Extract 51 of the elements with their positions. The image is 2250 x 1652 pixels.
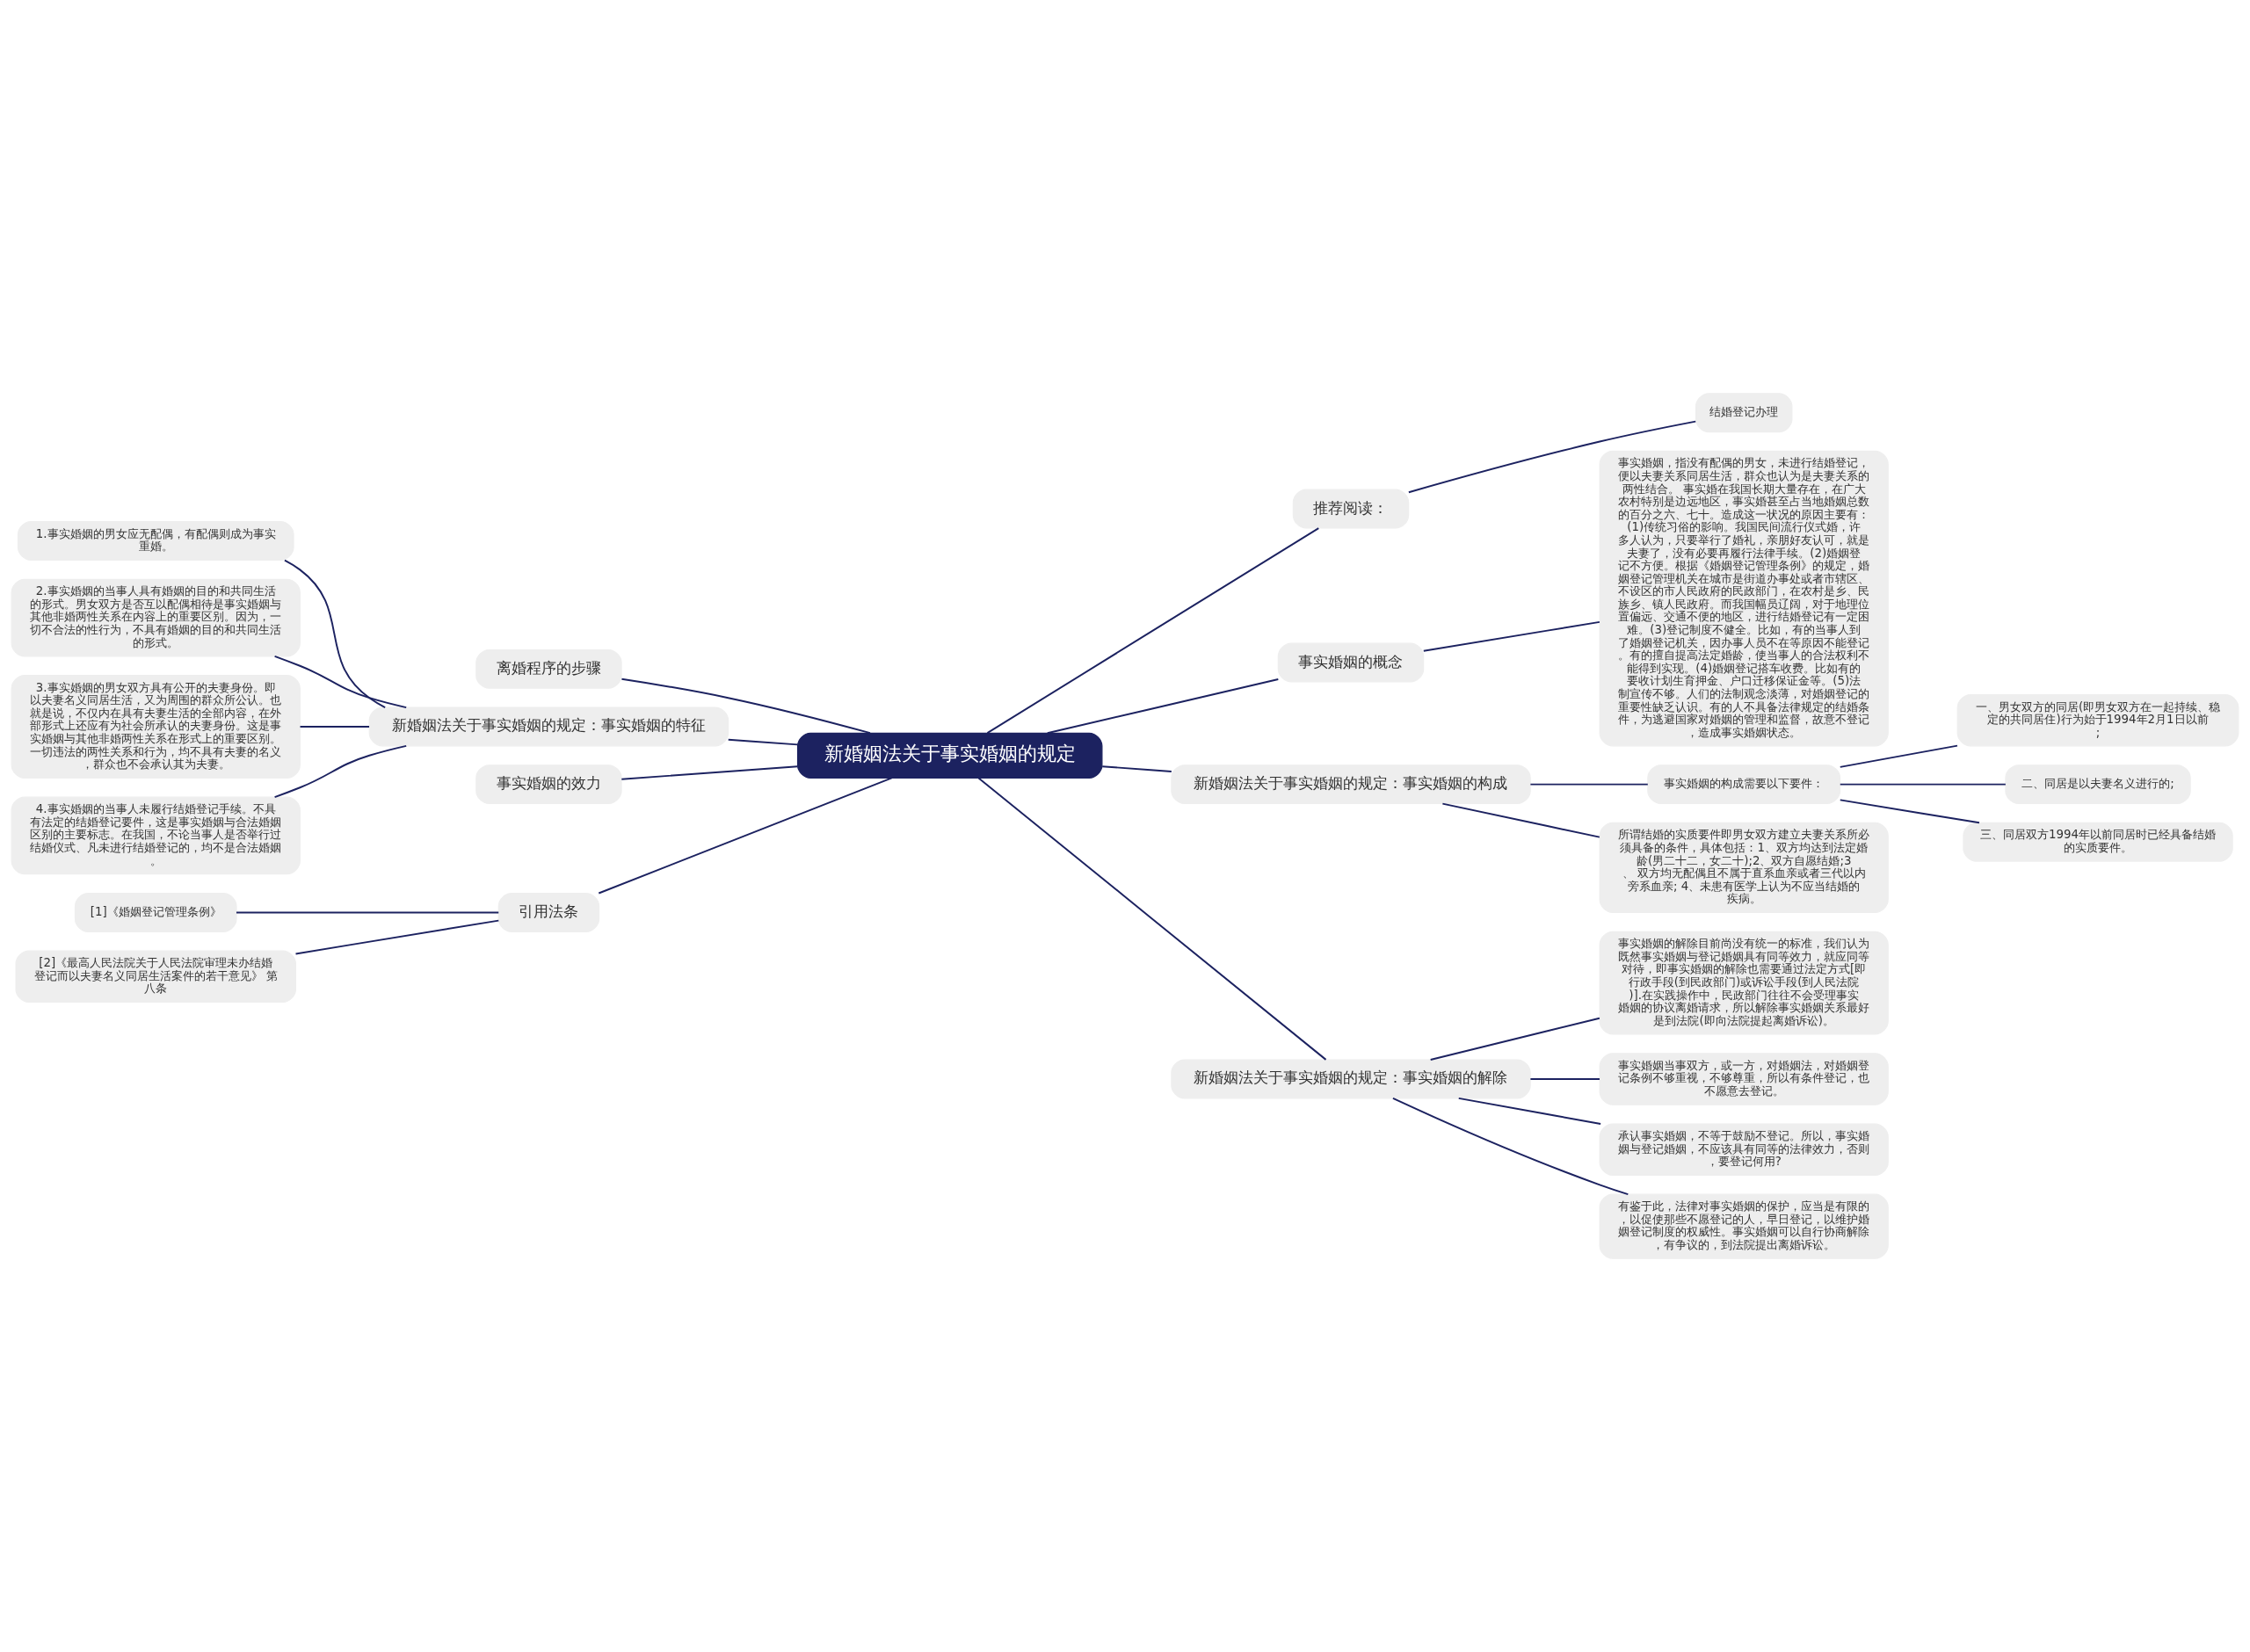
connector [1407, 420, 1697, 494]
node-box: [1]《婚姻登记管理条例》 [74, 892, 237, 932]
node-box: 事实婚姻，指没有配偶的男女，未进行结婚登记，便以夫妻关系同居生活，群众也认为是夫妻关系的两性结合。 事实婚在我国长期大量存在，在广大农村特别是边远地区，事实婚甚至占当地婚姻总数的百分之六、七十。造成这一状况的原因主要有：(1)传统习俗的影响。我国民间流行仪式婚，许多人认为，只要举行了婚礼，亲朋好友认可，就是夫妻了，没有必要再履行法律手续。(2)婚姻登记不方便。根据《婚姻登记管理条例》的规定，婚姻登记管理机关在城市是街道办事处或者市辖区、不设区的市人民政府的民政部门，在农村是乡、民族乡、镇人民政府。而我国幅员辽阔，对于地理位置偏远、交通不便的地区，进行结婚登记有一定困难。(3)登记制度不健全。比如，有的当事人到了婚姻登记机关，因办事人员不在等原因不能登记。有的擅自提高法定婚龄，使当事人的合法权利不能得到实现。(4)婚姻登记搭车收费。比如有的要收计划生育押金、户口迁移保证金等。(5)法制宣传不够。人们的法制观念淡薄，对婚姻登记的重要性缺乏认识。有的人不具备法律规定的结婚条件，为逃避国家对婚姻的管理和监督，故意不登记，造成事实婚姻状态。 [1599, 450, 1889, 747]
node-box: 结婚登记办理 [1695, 393, 1793, 433]
connector [1839, 783, 2007, 786]
node-box: 2.事实婚姻的当事人具有婚姻的目的和共同生活的形式。男女双方是否互以配偶相待是事实婚姻与其他非婚两性关系在内容上的重要区别。因为，一切不合法的性行为，不具有婚姻的目的和共同生活的形式。 [11, 578, 301, 657]
connector [1441, 802, 1600, 838]
connector [727, 738, 799, 746]
connector [299, 726, 370, 728]
node-box: 事实婚姻的构成需要以下要件： [1647, 764, 1841, 805]
node-box: 新婚姻法关于事实婚姻的规定：事实婚姻的构成 [1171, 764, 1531, 805]
node-box: 1.事实婚姻的男女应无配偶，有配偶则成为事实重婚。 [17, 521, 294, 562]
connector [273, 744, 408, 799]
node-box: 承认事实婚姻，不等于鼓励不登记。所以，事实婚姻与登记婚姻，不应该具有同等的法律效力，否则，要登记何用? [1599, 1123, 1889, 1176]
connector [1046, 678, 1280, 735]
node-box: 事实婚姻当事双方，或一方，对婚姻法，对婚姻登记条例不够重视，不够尊重，所以有条件登记，也不愿意去登记。 [1599, 1053, 1889, 1105]
node-box: 事实婚姻的概念 [1277, 642, 1425, 683]
connector [1839, 799, 1980, 824]
node-box: 有鉴于此，法律对事实婚姻的保护，应当是有限的，以促使那些不愿登记的人，早日登记，以维护婚姻登记制度的权威性。事实婚姻可以自行协商解除，有争议的，到法院提出离婚诉讼。 [1599, 1193, 1889, 1259]
node-box: 所谓结婚的实质要件即男女双方建立夫妻关系所必须具备的条件，具体包括：1、双方均达到法定婚龄(男二十二，女二十);2、双方自愿结婚;3、 双方均无配偶且不属于直系血亲或者三代以内旁系血亲; 4、未患有医学上认为不应当结婚的疾病。 [1599, 822, 1889, 914]
connector [1422, 620, 1600, 652]
connector [1429, 1017, 1600, 1061]
node-box: 新婚姻法关于事实婚姻的规定：事实婚姻的解除 [1171, 1059, 1531, 1099]
connector [1101, 765, 1172, 772]
connector [1457, 1097, 1602, 1125]
node-box: 三、同居双方1994年以前同居时已经具备结婚的实质要件。 [1963, 822, 2233, 862]
node-box: 二、同居是以夫妻名义进行的; [2005, 764, 2191, 805]
connector [1529, 1078, 1600, 1080]
node-box: [2]《最高人民法院关于人民法院审理未办结婚登记而以夫妻名义同居生活案件的若干意见》 第八条 [15, 950, 297, 1004]
connector [294, 919, 500, 955]
connector [236, 911, 500, 914]
node-box: 事实婚姻的解除目前尚没有统一的标准，我们认为既然事实婚姻与登记婚姻具有同等效力，就应同等对待，即事实婚姻的解除也需要通过法定方式[即行政手段(到民政部门)或诉讼手段(到人民法院)].在实践操作中，民政部门往往不会受理事实婚姻的协议离婚请求，所以解除事实婚姻关系最好是到法院(即向法院提起离婚诉讼)。 [1599, 931, 1889, 1035]
connector [283, 559, 387, 708]
connector [273, 655, 408, 709]
node-box: 新婚姻法关于事实婚姻的规定：事实婚姻的特征 [368, 706, 729, 747]
connector [1529, 783, 1649, 786]
connector [621, 765, 799, 780]
node-box: 新婚姻法关于事实婚姻的规定 [796, 732, 1103, 779]
connector [977, 777, 1327, 1061]
connector [621, 677, 871, 735]
connector [598, 777, 893, 895]
node-box: 4.事实婚姻的当事人未履行结婚登记手续。不具有法定的结婚登记要件，这是事实婚姻与合法婚姻区别的主要标志。在我国，不论当事人是否举行过结婚仪式、凡未进行结婚登记的，均不是合法婚姻。 [11, 796, 301, 875]
node-box: 3.事实婚姻的男女双方具有公开的夫妻身份。即以夫妻名义同居生活，又为周围的群众所公认。也就是说，不仅内在具有夫妻生活的全部内容，在外部形式上还应有为社会所承认的夫妻身份。这是事实婚姻与其他非婚两性关系在形式上的重要区别。一切违法的两性关系和行为，均不具有夫妻的名义，群众也不会承认其为夫妻。 [11, 675, 301, 779]
connector [986, 527, 1320, 735]
connector [1391, 1098, 1629, 1196]
connector [1839, 744, 1958, 768]
node-box: 离婚程序的步骤 [475, 648, 622, 689]
node-box: 推荐阅读： [1292, 489, 1410, 529]
node-box: 一、男女双方的同居(即男女双方在一起持续、稳定的共同居住)行为始于1994年2月1日以前; [1956, 693, 2239, 747]
node-box: 事实婚姻的效力 [475, 764, 622, 805]
node-box: 引用法条 [497, 892, 600, 932]
